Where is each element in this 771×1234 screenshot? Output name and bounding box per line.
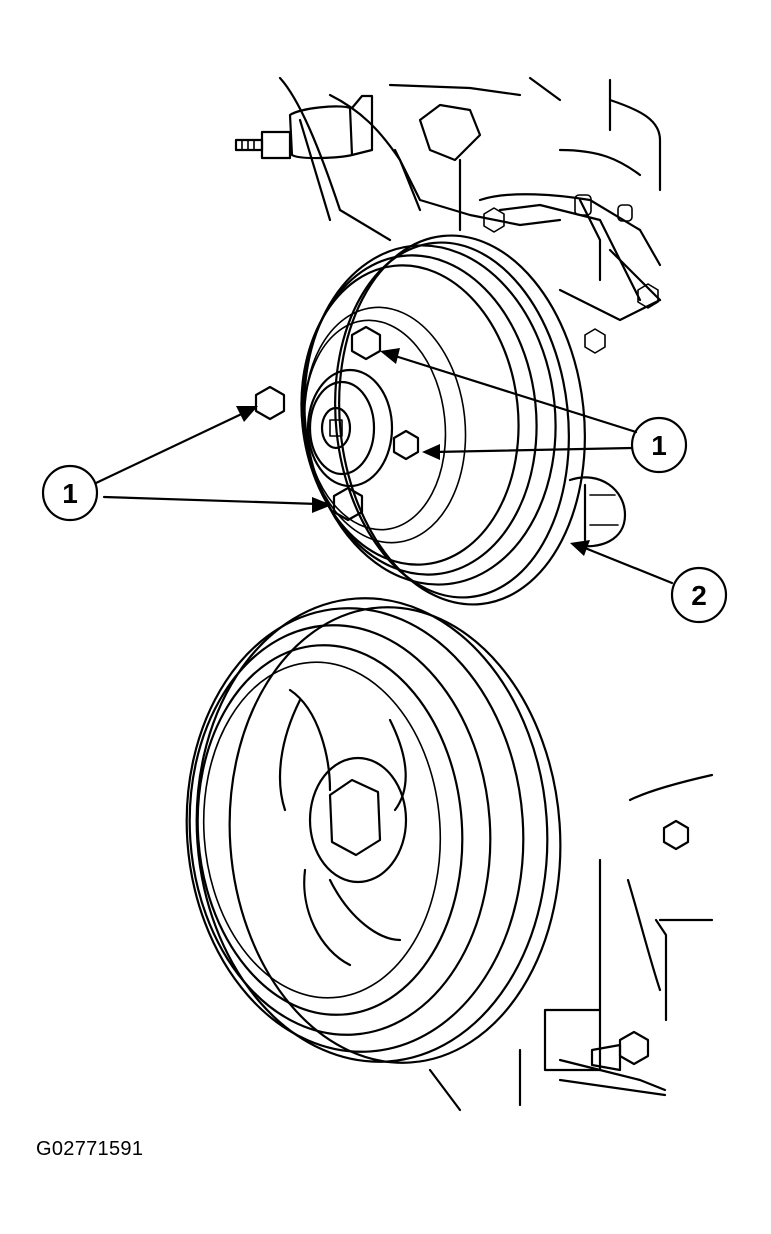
- callout-right-label: 1: [651, 430, 667, 461]
- callout-right: 1: [630, 416, 688, 474]
- arrowhead-left-upper: [236, 406, 258, 422]
- pulley-bolt-bottom: [332, 486, 364, 522]
- water-pump-housing: [568, 476, 627, 548]
- pulley-bolt-right: [392, 429, 420, 461]
- water-pump-pulley: [254, 234, 586, 606]
- arrowhead-pump: [570, 540, 590, 556]
- pulley-bolt-left: [254, 385, 286, 421]
- callout-left: 1: [41, 464, 99, 522]
- leader-lines: [94, 348, 674, 585]
- callout-pump-label: 2: [691, 580, 707, 611]
- lower-block-outline: [428, 773, 714, 1112]
- arrowhead-left-lower: [312, 497, 332, 513]
- arrowhead-right-upper: [380, 348, 400, 364]
- arrowhead-right-lower: [422, 444, 440, 460]
- block-bolt: [662, 819, 690, 851]
- crankshaft-pulley: [185, 597, 562, 1064]
- callout-pump: 2: [670, 566, 728, 624]
- callout-left-label: 1: [62, 478, 78, 509]
- figure-id: G02771591: [36, 1138, 144, 1160]
- idler-bolt: [618, 1030, 650, 1066]
- engine-block-outline: [234, 76, 662, 354]
- pulley-bolt-top: [350, 325, 382, 361]
